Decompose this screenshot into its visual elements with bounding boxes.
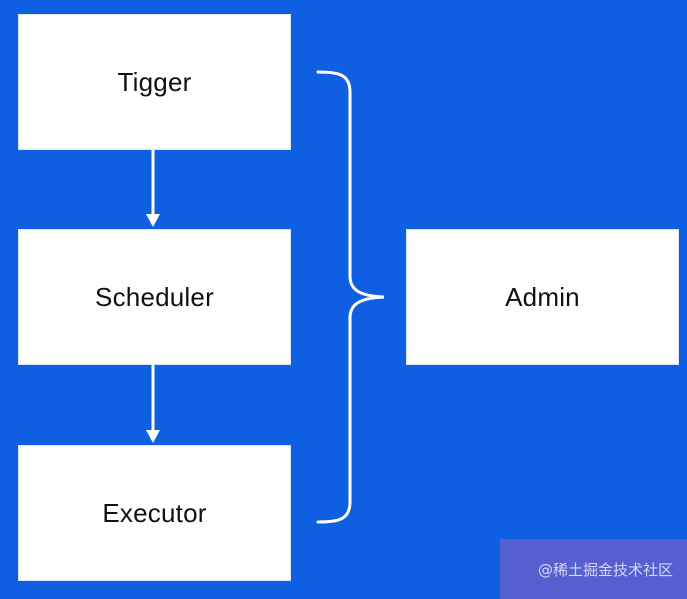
trigger-label: Tigger [117, 66, 192, 97]
group-brace [316, 70, 385, 524]
watermark: @稀土掘金技术社区 [500, 539, 687, 599]
trigger-node: Tigger [18, 14, 291, 150]
admin-node: Admin [406, 229, 679, 365]
scheduler-node: Scheduler [18, 229, 291, 365]
watermark-text: @稀土掘金技术社区 [537, 560, 673, 579]
scheduler-label: Scheduler [95, 281, 214, 312]
admin-label: Admin [505, 281, 580, 312]
executor-label: Executor [102, 497, 207, 528]
arrow-scheduler-to-executor [146, 365, 160, 443]
arrow-trigger-to-scheduler [146, 150, 160, 227]
executor-node: Executor [18, 445, 291, 581]
